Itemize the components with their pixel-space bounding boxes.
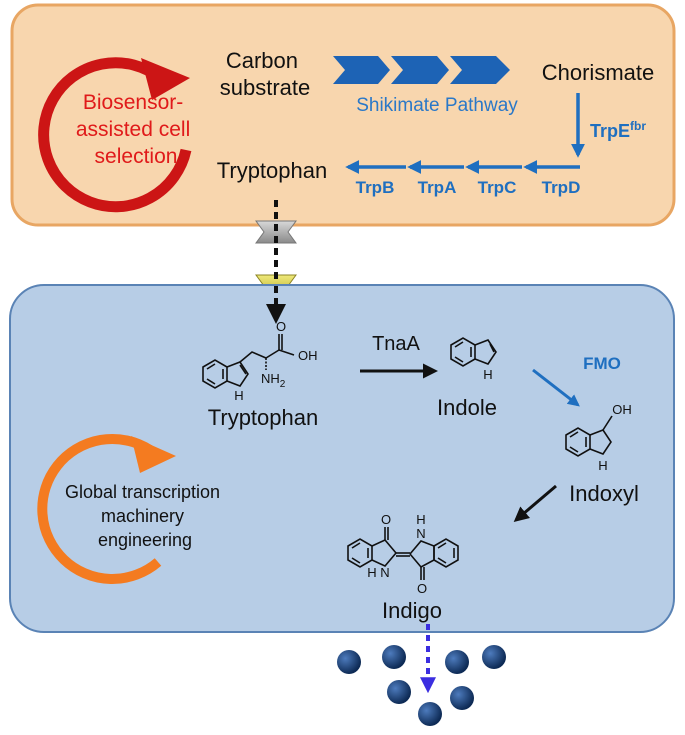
indoxyl-oh: OH xyxy=(612,402,632,417)
tryptophan-nh2: NH2 xyxy=(261,371,286,390)
gtme-label: Global transcription machinery engineeri… xyxy=(65,482,225,550)
tnaA-label: TnaA xyxy=(372,333,420,355)
biosensor-cycle-arrow xyxy=(38,57,192,213)
trpC-label: TrpC xyxy=(478,178,517,197)
indigo-o-top: O xyxy=(381,512,391,527)
tryptophan-oh: OH xyxy=(298,348,318,363)
indigo-label: Indigo xyxy=(382,598,442,623)
gtme-cycle-arrow xyxy=(37,433,162,584)
tryptophan-top-label: Tryptophan xyxy=(217,158,327,183)
indigo-n-bottom: N xyxy=(380,565,389,580)
tryptophan-o: O xyxy=(276,319,286,334)
biosensor-label: Biosensor- assisted cell selection xyxy=(76,91,196,168)
tryptophan-bottom-label: Tryptophan xyxy=(208,405,318,430)
carbon-substrate-label: Carbon substrate xyxy=(220,48,311,100)
indoxyl-h: H xyxy=(598,458,607,473)
indigo-particles xyxy=(337,645,506,726)
indoxyl-to-indigo-arrow xyxy=(513,484,557,522)
indigo-h-top: H xyxy=(416,512,425,527)
chorismate-label: Chorismate xyxy=(542,60,654,85)
gtme-cycle-arrowhead xyxy=(131,436,176,473)
shikimate-chevrons xyxy=(333,56,510,84)
indoxyl-label: Indoxyl xyxy=(569,481,639,506)
trpD-label: TrpD xyxy=(542,178,581,197)
shikimate-pathway-label: Shikimate Pathway xyxy=(356,95,518,116)
fmo-label: FMO xyxy=(583,354,621,373)
tryptophan-structure xyxy=(202,334,295,389)
indole-h: H xyxy=(483,367,492,382)
export-channel-gray xyxy=(255,220,297,244)
fmo-arrow xyxy=(532,368,580,407)
tryptophan-nh-h: H xyxy=(234,388,243,403)
indole-label: Indole xyxy=(437,395,497,420)
indigo-structure xyxy=(347,527,459,580)
indoxyl-structure xyxy=(565,415,613,457)
indigo-o-bottom: O xyxy=(417,581,427,596)
trpE-label: TrpEfbr xyxy=(590,119,646,141)
bottom-cell-panel xyxy=(9,284,675,633)
indigo-h-bottom: H xyxy=(367,565,376,580)
indigo-n-top: N xyxy=(416,526,425,541)
trpB-label: TrpB xyxy=(356,178,395,197)
biosensor-cycle-arrowhead xyxy=(141,58,190,100)
indole-structure xyxy=(450,337,497,367)
trpA-label: TrpA xyxy=(418,178,457,197)
